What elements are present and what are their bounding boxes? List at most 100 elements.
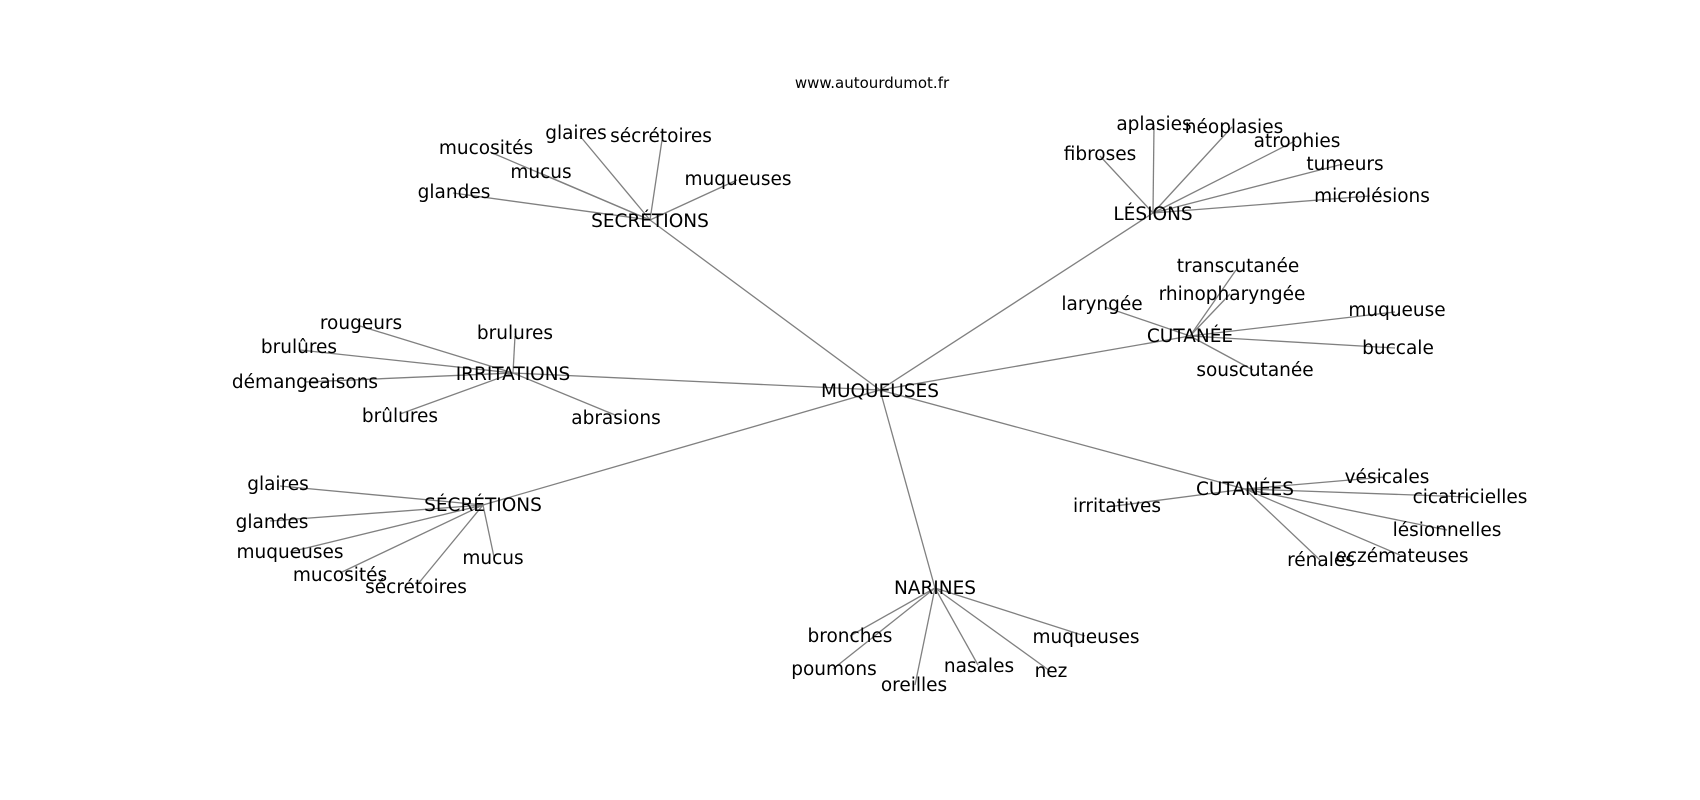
edge-leaf [339,504,484,574]
leaf-node-label: sécrétoires [610,126,712,147]
leaf-node-label: démangeaisons [232,372,378,393]
edge-leaf [304,372,514,383]
leaf-node-label: glaires [247,474,309,495]
edge-leaf [1244,488,1401,556]
group-node-label: CUTANÉES [1196,478,1294,500]
group-node-label: LÉSIONS [1113,203,1192,225]
edge-leaf [1152,195,1371,214]
leaf-node-label: glandes [236,512,309,533]
leaf-node-label: mucosités [293,565,387,586]
edge-leaf [649,139,663,221]
edge-leaf [1244,488,1321,561]
edge-leaf [1244,476,1386,490]
edge-leaf [279,485,484,506]
edge-leaf [417,504,484,585]
group-node-label: SECRÉTIONS [591,210,709,232]
edge-leaf [539,172,651,221]
leaf-node-label: sécrétoires [365,577,467,598]
leaf-node-label: oreilles [881,675,947,696]
leaf-node-label: vésicales [1345,467,1430,488]
edge-center-cutanee [879,335,1191,391]
edge-leaf [1114,488,1246,507]
group-node-label: CUTANÉE [1147,325,1233,347]
leaf-node-label: tumeurs [1306,154,1383,175]
edge-leaf [1152,126,1233,214]
edge-leaf [1152,140,1296,214]
edge-leaf [934,587,1086,637]
leaf-node-label: abrasions [571,408,660,429]
leaf-node-label: bronches [808,626,893,647]
edge-leaf [482,504,495,558]
leaf-node-label: atrophies [1254,131,1341,152]
group-node-label: SÉCRÉTIONS [424,494,542,516]
edge-leaf [832,587,936,670]
edge-leaf [512,335,516,374]
edge-leaf [1189,311,1396,337]
leaf-node-label: muqueuses [1033,627,1140,648]
leaf-node-label: brûlures [362,406,438,427]
leaf-node-label: mucus [462,548,523,569]
edge-leaf [934,587,979,666]
edge-leaf [1099,155,1154,214]
leaf-node-label: cicatricielles [1413,487,1528,508]
edge-leaf [1152,163,1344,214]
edge-leaf [269,504,484,522]
leaf-node-label: lésionnelles [1393,520,1502,541]
leaf-node-label: nez [1035,661,1068,682]
edge-leaf [1189,269,1237,337]
edge-leaf [1244,488,1448,531]
leaf-node-label: glaires [545,123,607,144]
leaf-node-label: fibroses [1064,144,1137,165]
edge-leaf [452,192,651,221]
leaf-node-label: transcutanée [1177,256,1300,277]
leaf-node-label: microlésions [1314,186,1430,207]
edge-leaf [649,179,738,221]
edge-leaf [359,325,514,374]
edge-center-lesions [879,212,1154,391]
edge-center-irritations [512,372,881,391]
center-node-label: MUQUEUSES [821,381,939,402]
leaf-node-label: glandes [418,182,491,203]
leaf-node-label: souscutanée [1196,360,1313,381]
edge-leaf [1189,335,1396,349]
edge-center-secretions [649,219,881,391]
edge-leaf [1152,124,1155,214]
edge-leaf [579,135,651,221]
edge-center-secretions-accent [482,389,881,506]
leaf-node-label: rhinopharyngée [1159,284,1306,305]
edge-center-narines [879,389,936,589]
leaf-node-label: nasales [944,656,1014,677]
site-credit: www.autourdumot.fr [795,74,950,92]
edge-leaf [914,587,936,686]
leaf-node-label: buccale [1362,338,1434,359]
leaf-node-label: mucus [510,162,571,183]
edge-leaf [399,372,514,415]
leaf-node-label: muqueuses [237,542,344,563]
leaf-node-label: brulûres [261,337,337,358]
leaf-node-label: muqueuses [685,169,792,190]
leaf-node-label: néoplasies [1185,117,1283,138]
edge-leaf [849,587,936,637]
leaf-node-label: brulures [477,323,553,344]
edge-leaf [1189,335,1254,371]
leaf-node-label: irritatives [1073,496,1161,517]
leaf-node-label: laryngée [1061,294,1142,315]
edge-leaf [1244,488,1471,498]
edge-leaf [1104,306,1191,337]
group-node-label: NARINES [894,578,976,599]
leaf-node-label: poumons [791,659,877,680]
edge-leaf [299,349,514,374]
leaf-node-label: aplasies [1116,114,1191,135]
leaf-node-label: muqueuse [1348,300,1445,321]
edge-leaf [1189,293,1231,337]
leaf-node-label: eczémateuses [1335,546,1468,567]
leaf-node-label: rougeurs [320,313,402,334]
edge-leaf [512,372,616,416]
edge-leaf [289,504,484,553]
leaf-node-label: rénales [1287,550,1355,571]
leaf-node-label: mucosités [439,138,533,159]
edge-leaf [934,587,1051,672]
group-node-label: IRRITATIONS [456,364,571,385]
edge-center-cutanees [879,389,1246,490]
